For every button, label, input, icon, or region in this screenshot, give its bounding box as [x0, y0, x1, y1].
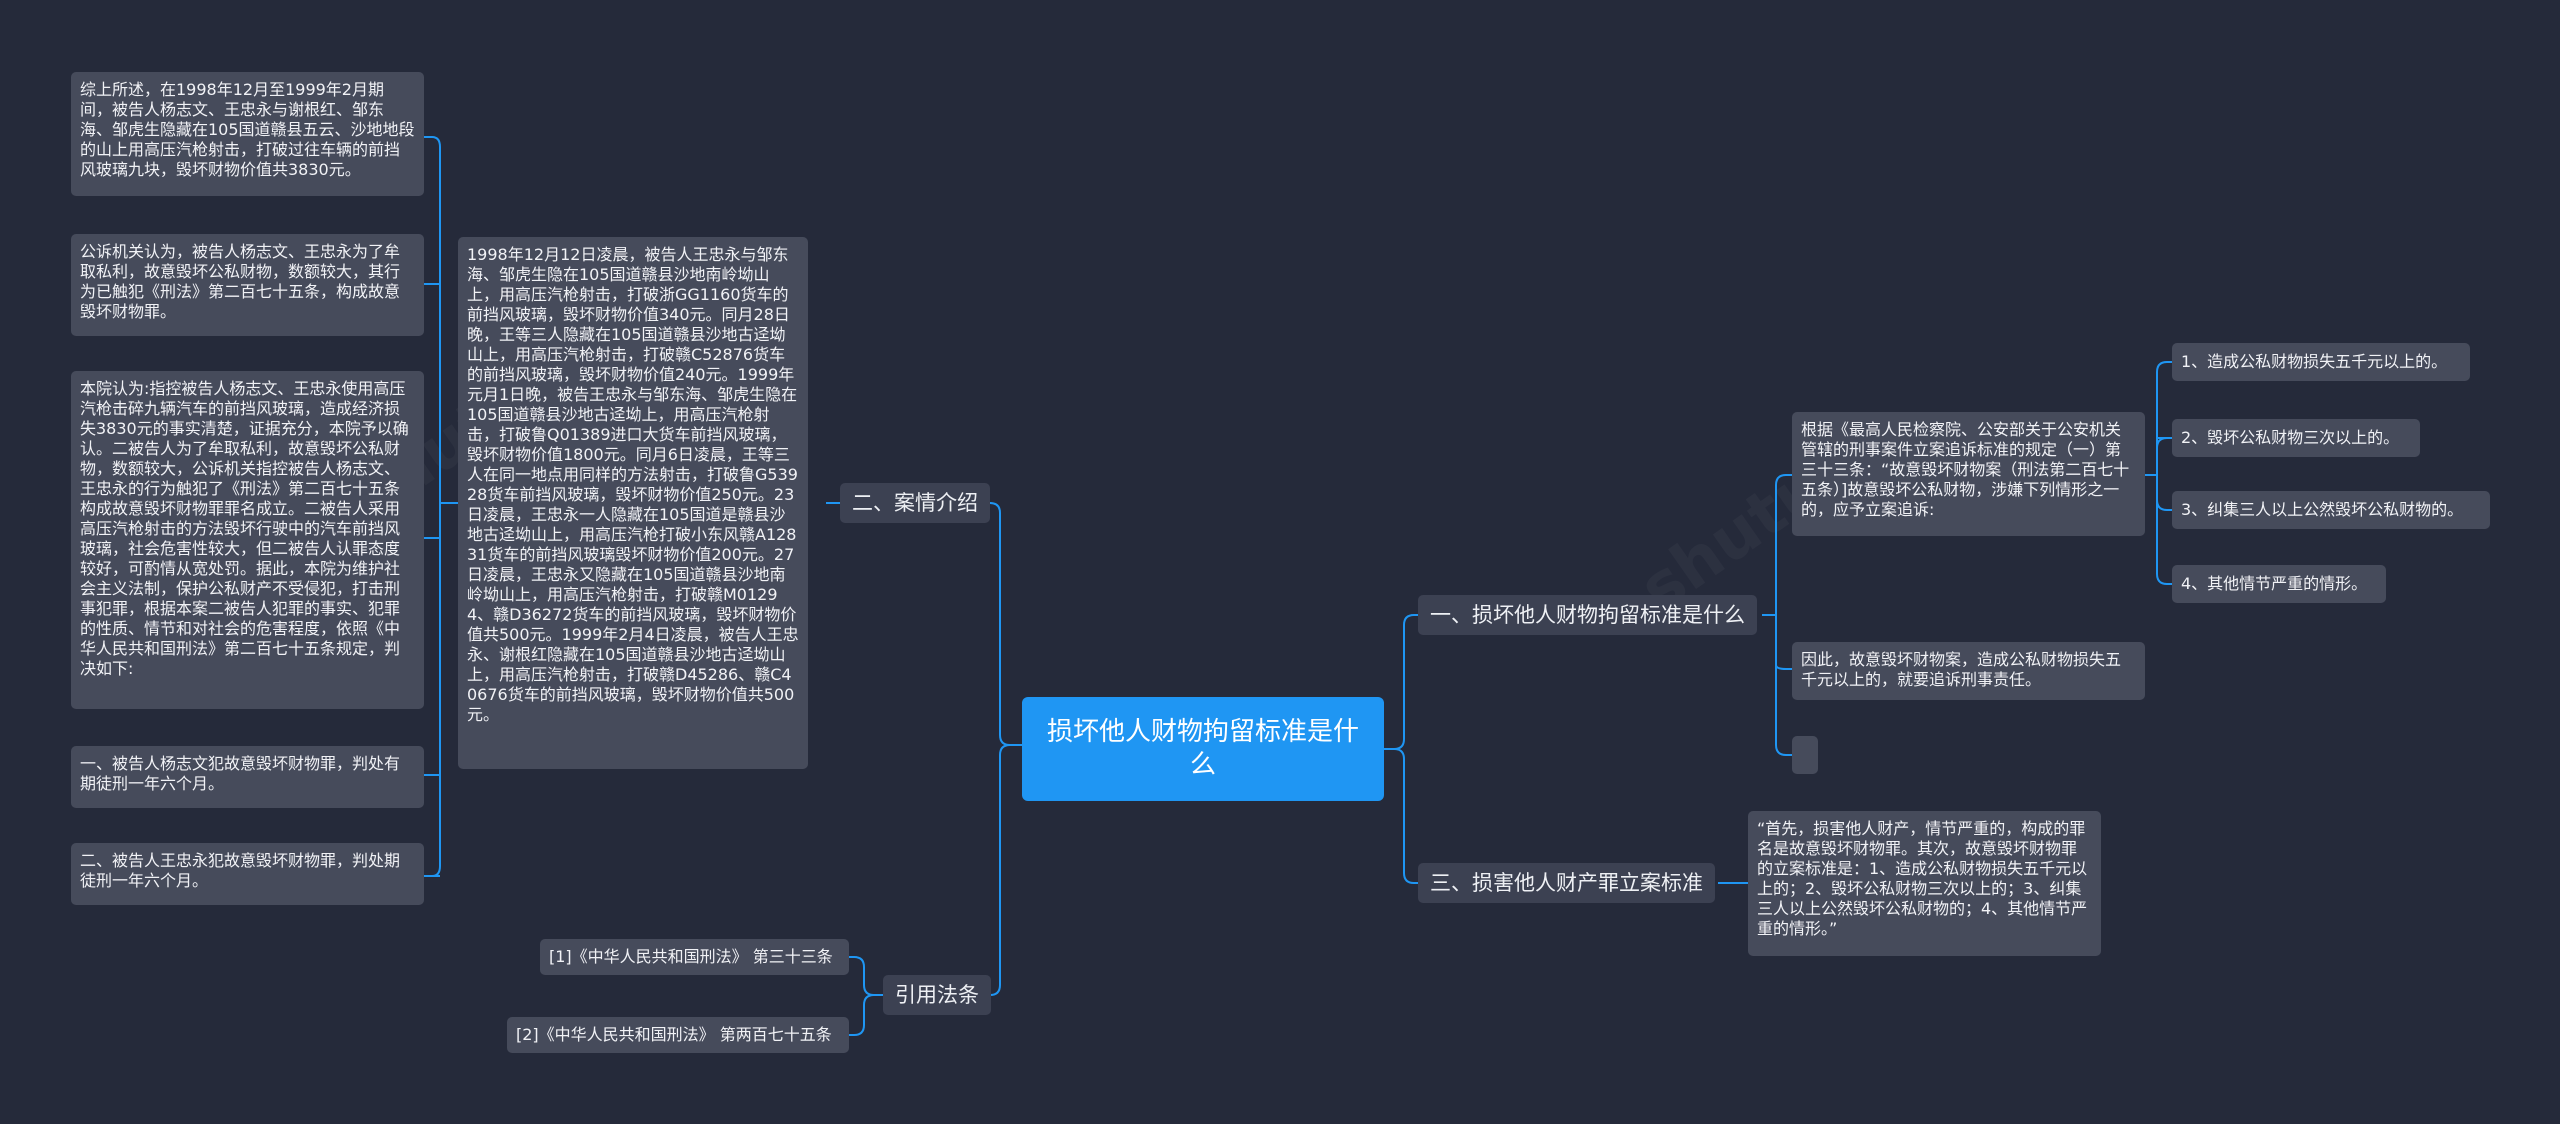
standard-item-1-text: 1、造成公私财物损失五千元以上的。	[2181, 352, 2448, 371]
case-detail-node[interactable]: 1998年12月12日凌晨，被告人王忠永与邹东海、邹虎生隐在105国道赣县沙地南…	[458, 237, 808, 769]
law-2-text: [2]《中华人民共和国刑法》 第两百七十五条	[516, 1025, 832, 1044]
verdict-1-text: 一、被告人杨志文犯故意毁坏财物罪，判处有期徒刑一年六个月。	[80, 754, 401, 793]
law-2-node[interactable]: [2]《中华人民共和国刑法》 第两百七十五条	[507, 1017, 849, 1053]
standard-conclusion-text: 因此，故意毁坏财物案，造成公私财物损失五千元以上的，就要追诉刑事责任。	[1801, 650, 2122, 689]
link-root-case	[972, 502, 1022, 746]
filing-text: “首先，损害他人财产，情节严重的，构成的罪名是故意毁坏财物罪。其次，故意毁坏财物…	[1757, 819, 2088, 938]
verdict-2-text: 二、被告人王忠永犯故意毁坏财物罪，判处期徒刑一年六个月。	[80, 851, 401, 890]
standard-basis-text: 根据《最高人民检察院、公安部关于公安机关管辖的刑事案件立案追诉标准的规定（一）第…	[1801, 420, 2130, 519]
branch-filing-label: 三、损害他人财产罪立案标准	[1430, 871, 1703, 895]
branch-laws-label: 引用法条	[895, 983, 979, 1007]
standard-item-3[interactable]: 3、纠集三人以上公然毁坏公私财物的。	[2172, 491, 2490, 529]
standard-item-4[interactable]: 4、其他情节严重的情形。	[2172, 565, 2386, 603]
link-item1	[2156, 361, 2172, 475]
link-root-laws	[980, 744, 1022, 996]
law-1-text: [1]《中华人民共和国刑法》 第三十三条	[549, 947, 833, 966]
branch-standard[interactable]: 一、损坏他人财物拘留标准是什么	[1418, 595, 1757, 635]
link-law1	[849, 956, 883, 996]
branch-case-intro-label: 二、案情介绍	[852, 491, 978, 515]
court-opinion-node[interactable]: 本院认为:指控被告人杨志文、王忠永使用高压汽枪击碎九辆汽车的前挡风玻璃，造成经济…	[71, 371, 424, 709]
standard-item-3-text: 3、纠集三人以上公然毁坏公私财物的。	[2181, 500, 2464, 519]
branch-case-intro[interactable]: 二、案情介绍	[840, 483, 990, 523]
verdict-2-node[interactable]: 二、被告人王忠永犯故意毁坏财物罪，判处期徒刑一年六个月。	[71, 843, 424, 905]
case-summary-text: 综上所述，在1998年12月至1999年2月期间，被告人杨志文、王忠永与谢根红、…	[80, 80, 415, 179]
case-detail-text: 1998年12月12日凌晨，被告人王忠永与邹东海、邹虎生隐在105国道赣县沙地南…	[467, 245, 799, 724]
link-root-standard	[1384, 614, 1418, 750]
case-summary-node[interactable]: 综上所述，在1998年12月至1999年2月期间，被告人杨志文、王忠永与谢根红、…	[71, 72, 424, 196]
link-conclusion	[1775, 615, 1792, 670]
link-empty	[1775, 615, 1792, 756]
court-opinion-text: 本院认为:指控被告人杨志文、王忠永使用高压汽枪击碎九辆汽车的前挡风玻璃，造成经济…	[80, 379, 409, 678]
link-item2	[2156, 437, 2172, 449]
standard-item-1[interactable]: 1、造成公私财物损失五千元以上的。	[2172, 343, 2470, 381]
standard-conclusion-node[interactable]: 因此，故意毁坏财物案，造成公私财物损失五千元以上的，就要追诉刑事责任。	[1792, 642, 2145, 700]
link-law2	[849, 994, 883, 1036]
link-summary	[424, 136, 441, 877]
branch-filing[interactable]: 三、损害他人财产罪立案标准	[1418, 863, 1715, 903]
link-item4	[2156, 475, 2172, 585]
prosecution-text: 公诉机关认为，被告人杨志文、王忠永为了牟取私利，故意毁坏公私财物，数额较大，其行…	[80, 242, 401, 321]
root-title: 损坏他人财物拘留标准是什么	[1046, 717, 1359, 780]
root-topic[interactable]: 损坏他人财物拘留标准是什么	[1022, 697, 1384, 801]
link-basis	[1775, 474, 1792, 615]
empty-node[interactable]	[1792, 736, 1818, 774]
standard-item-2-text: 2、毁坏公私财物三次以上的。	[2181, 428, 2400, 447]
link-root-filing	[1384, 748, 1418, 884]
standard-item-4-text: 4、其他情节严重的情形。	[2181, 574, 2368, 593]
law-1-node[interactable]: [1]《中华人民共和国刑法》 第三十三条	[540, 939, 849, 975]
branch-laws[interactable]: 引用法条	[883, 975, 991, 1015]
prosecution-node[interactable]: 公诉机关认为，被告人杨志文、王忠永为了牟取私利，故意毁坏公私财物，数额较大，其行…	[71, 234, 424, 336]
filing-text-node[interactable]: “首先，损害他人财产，情节严重的，构成的罪名是故意毁坏财物罪。其次，故意毁坏财物…	[1748, 811, 2101, 956]
verdict-1-node[interactable]: 一、被告人杨志文犯故意毁坏财物罪，判处有期徒刑一年六个月。	[71, 746, 424, 808]
link-item3	[2156, 475, 2172, 511]
branch-standard-label: 一、损坏他人财物拘留标准是什么	[1430, 603, 1745, 627]
standard-basis-node[interactable]: 根据《最高人民检察院、公安部关于公安机关管辖的刑事案件立案追诉标准的规定（一）第…	[1792, 412, 2145, 536]
standard-item-2[interactable]: 2、毁坏公私财物三次以上的。	[2172, 419, 2420, 457]
